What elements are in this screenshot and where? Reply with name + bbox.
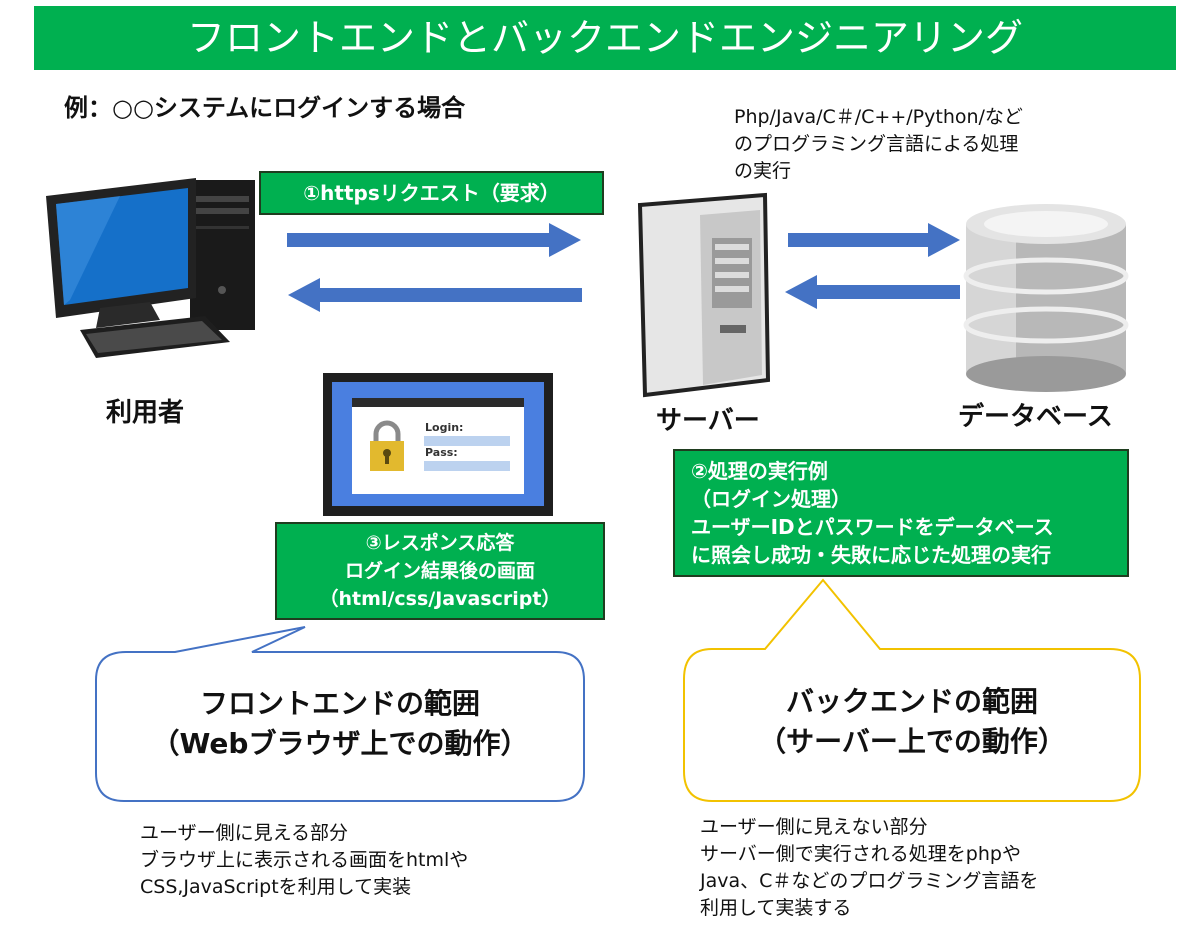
frontend-note-line: ユーザー側に見える部分 <box>140 822 349 844</box>
server-label: サーバー <box>656 406 760 436</box>
example-label: 例：○○システムにログインする場合 <box>64 94 466 122</box>
response-box-line: ③レスポンス応答 <box>365 532 515 554</box>
db-to-server-arrow <box>785 275 960 309</box>
process-box-line: （ログイン処理） <box>691 487 851 511</box>
padlock-icon <box>370 420 404 471</box>
frontend-note: ユーザー側に見える部分 ブラウザ上に表示される画面をhtmlや CSS,Java… <box>140 820 468 901</box>
user-label: 利用者 <box>106 398 185 428</box>
backend-scope-subtitle: （サーバー上での動作） <box>758 725 1066 758</box>
response-box-line: （html/css/Javascript） <box>319 588 561 610</box>
backend-bubble-shape <box>683 578 1141 802</box>
title-banner: フロントエンドとバックエンドエンジニアリング <box>34 6 1176 70</box>
request-box: ①httpsリクエスト（要求） <box>259 171 604 215</box>
process-box-line: に照会し成功・失敗に応じた処理の実行 <box>691 543 1051 567</box>
response-arrow <box>288 278 582 312</box>
frontend-note-line: CSS,JavaScriptを利用して実装 <box>140 876 412 898</box>
frontend-scope: フロントエンドの範囲 （Webブラウザ上での動作） <box>96 684 584 764</box>
request-arrow <box>287 223 581 257</box>
backend-note-line: サーバー側で実行される処理をphpや <box>700 843 1021 865</box>
login-field-label: Login: <box>425 421 464 434</box>
response-box-line: ログイン結果後の画面 <box>344 560 535 582</box>
backend-note-line: Java、C＃などのプログラミング言語を <box>700 870 1039 892</box>
process-box-line: ユーザーIDとパスワードをデータベース <box>691 515 1054 539</box>
database-label: データベース <box>958 402 1113 432</box>
pass-field-label: Pass: <box>425 446 458 459</box>
database-icon <box>963 204 1129 392</box>
request-label: ①httpsリクエスト（要求） <box>303 181 560 205</box>
response-box: ③レスポンス応答 ログイン結果後の画面 （html/css/Javascript… <box>275 522 605 620</box>
frontend-note-line: ブラウザ上に表示される画面をhtmlや <box>140 849 469 871</box>
backend-note-line: ユーザー側に見えない部分 <box>700 816 928 838</box>
page-title: フロントエンドとバックエンドエンジニアリング <box>186 16 1023 60</box>
desktop-computer-icon <box>46 178 255 358</box>
language-note: Php/Java/C＃/C++/Python/など のプログラミング言語による処… <box>734 104 1023 185</box>
server-icon <box>637 192 771 398</box>
login-screen-illustration <box>323 373 553 516</box>
server-to-db-arrow <box>788 223 960 257</box>
frontend-scope-title: フロントエンドの範囲 <box>199 687 480 720</box>
backend-note-line: 利用して実装する <box>700 897 852 919</box>
language-note-line: のプログラミング言語による処理 <box>734 133 1019 155</box>
language-note-line: の実行 <box>734 160 792 182</box>
frontend-bubble-shape <box>95 626 585 802</box>
frontend-scope-subtitle: （Webブラウザ上での動作） <box>151 727 529 760</box>
backend-scope-title: バックエンドの範囲 <box>785 685 1038 718</box>
backend-note: ユーザー側に見えない部分 サーバー側で実行される処理をphpや Java、C＃な… <box>700 814 1038 922</box>
backend-scope: バックエンドの範囲 （サーバー上での動作） <box>684 682 1140 762</box>
language-note-line: Php/Java/C＃/C++/Python/など <box>734 106 1023 128</box>
process-box-line: ②処理の実行例 <box>691 459 828 483</box>
process-box: ②処理の実行例 （ログイン処理） ユーザーIDとパスワードをデータベース に照会… <box>673 449 1129 577</box>
